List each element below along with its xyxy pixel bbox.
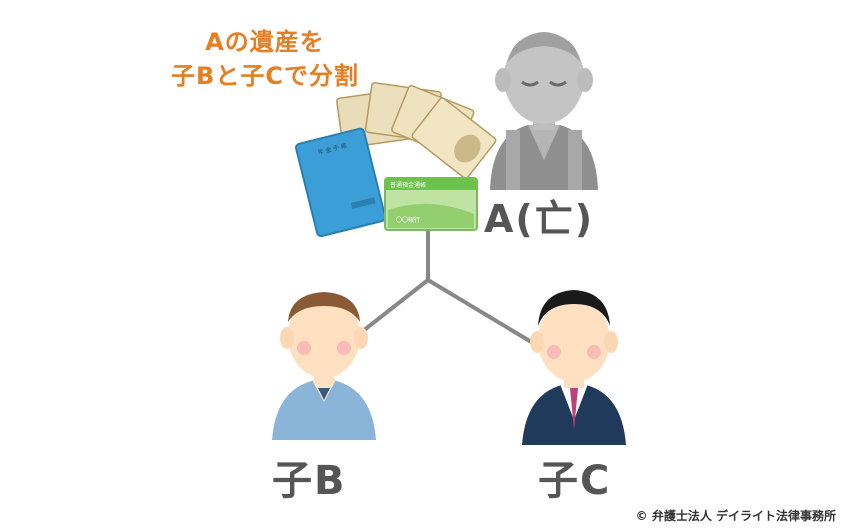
label-child-c: 子C (538, 458, 612, 504)
deceased-a-illustration (490, 32, 598, 190)
title-line-2: 子Bと子Cで分割 (171, 62, 359, 90)
pension-book-icon: 年 金 手 帳 (295, 127, 387, 238)
label-child-b: 子B (272, 458, 347, 504)
bank-card-title: 普通預金通帳 (390, 181, 426, 189)
copyright-text: © 弁護士法人 デイライト法律事務所 (635, 509, 836, 523)
bank-card-bank: 〇〇銀行 (396, 216, 420, 224)
bank-card-icon: 普通預金通帳 〇〇銀行 (384, 177, 478, 231)
title-line-1: Aの遺産を (205, 28, 325, 56)
line-to-c (426, 278, 550, 354)
family-tree-lines (343, 228, 550, 354)
label-deceased-a: A(亡) (484, 197, 595, 241)
money-bills-icon (336, 82, 497, 179)
child-b-illustration (272, 292, 376, 440)
child-c-illustration (522, 290, 626, 445)
